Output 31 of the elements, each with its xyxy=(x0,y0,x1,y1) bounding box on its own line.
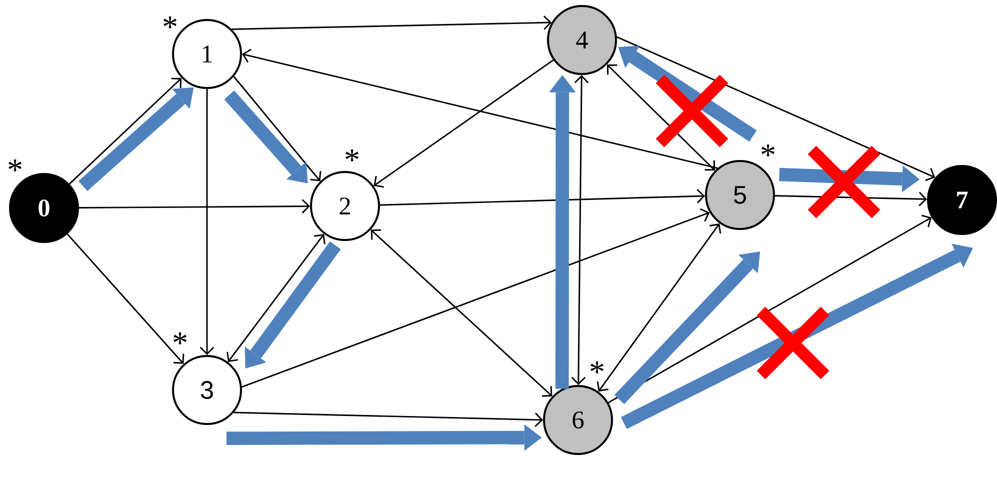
asterisk-mark: * xyxy=(8,160,22,172)
arrow xyxy=(242,48,718,169)
block-arrow xyxy=(224,90,308,184)
block-arrow xyxy=(779,166,920,192)
arrow xyxy=(374,59,554,188)
arrow xyxy=(616,36,936,182)
arrow xyxy=(608,214,932,404)
asterisk-mark: * xyxy=(346,150,358,162)
block-arrow xyxy=(620,244,974,429)
arrow xyxy=(380,188,706,206)
block-arrow xyxy=(226,424,542,451)
block-arrow xyxy=(549,75,576,389)
arrow xyxy=(232,15,552,30)
double-arrow xyxy=(370,229,552,397)
arrow xyxy=(234,412,543,427)
block-arrow xyxy=(614,251,760,404)
double-arrow xyxy=(571,75,589,385)
asterisk-mark: * xyxy=(762,144,774,156)
double-arrow xyxy=(606,64,716,171)
double-arrow xyxy=(226,234,326,362)
arrow xyxy=(242,208,710,388)
arrow xyxy=(79,199,310,214)
asterisk-mark: * xyxy=(174,332,186,344)
asterisk-mark: * xyxy=(590,362,604,374)
arrow xyxy=(200,89,214,355)
arrow xyxy=(233,76,322,182)
arrow xyxy=(68,78,182,184)
arrow xyxy=(66,234,184,364)
double-arrow xyxy=(596,223,722,392)
block-arrow xyxy=(244,241,341,368)
block-arrow xyxy=(78,87,194,191)
